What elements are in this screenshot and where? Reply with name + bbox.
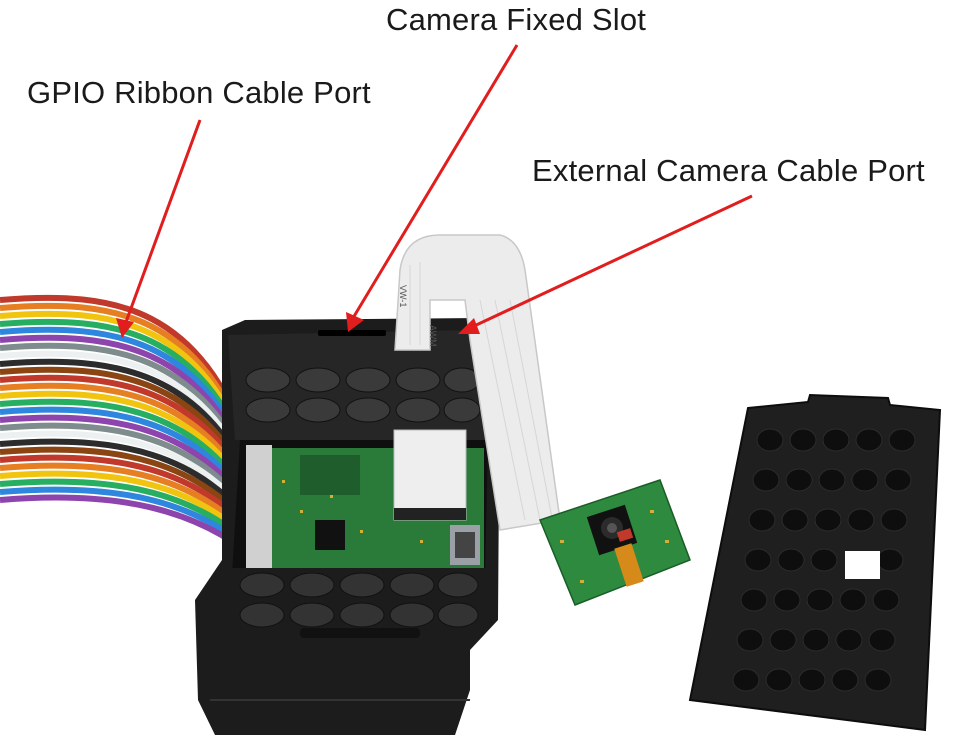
lid-hole <box>810 548 838 572</box>
lid-hole <box>822 428 850 452</box>
camera-slot <box>318 330 386 336</box>
lid-hole <box>835 628 863 652</box>
arrow-camera-slot <box>351 44 519 319</box>
lid-hole <box>736 628 764 652</box>
arrow-head-camera-cable <box>458 318 480 334</box>
gpio-header <box>246 445 272 570</box>
lid-hole <box>872 588 900 612</box>
lid-hole <box>868 628 896 652</box>
lid-hole <box>847 508 875 532</box>
lid-hole <box>851 468 879 492</box>
case-body <box>195 318 500 735</box>
lid-hole <box>781 508 809 532</box>
lid-hole <box>864 668 892 692</box>
lid-hole <box>806 588 834 612</box>
lid-hole <box>818 468 846 492</box>
lid-hole <box>785 468 813 492</box>
lid-hole <box>769 628 797 652</box>
lid-hole <box>756 428 784 452</box>
label-gpio-ribbon-port: GPIO Ribbon Cable Port <box>27 75 371 110</box>
lid-hole <box>888 428 916 452</box>
arrow-gpio <box>124 119 202 323</box>
cable-print-awm: AWM <box>428 325 438 347</box>
lid-hole <box>855 428 883 452</box>
arrow-head-gpio <box>116 318 134 338</box>
lid-hole <box>814 508 842 532</box>
lid-hole <box>831 668 859 692</box>
case-lid <box>688 393 942 732</box>
lid-hole <box>748 508 776 532</box>
lid-hole <box>789 428 817 452</box>
lid-hole <box>752 468 780 492</box>
arrow-camera-cable <box>471 194 753 329</box>
lid-cutout <box>845 551 880 579</box>
lid-hole <box>744 548 772 572</box>
lid-hole <box>839 588 867 612</box>
lid-hole <box>880 508 908 532</box>
lid-hole <box>740 588 768 612</box>
cable-print-vw: VW-1 <box>398 285 408 307</box>
lid-hole <box>884 468 912 492</box>
internal-camera-ribbon <box>393 429 467 521</box>
camera-flex-cable: AWM VW-1 <box>394 234 561 531</box>
lid-hole <box>798 668 826 692</box>
lid-hole <box>765 668 793 692</box>
lid-hole <box>802 628 830 652</box>
annotation-arrows <box>116 44 753 338</box>
label-external-camera-port: External Camera Cable Port <box>532 153 925 188</box>
arrow-head-camera-slot <box>346 312 364 332</box>
camera-module <box>539 479 691 606</box>
lid-hole <box>732 668 760 692</box>
gpio-ribbon-cable <box>0 294 262 565</box>
lid-hole <box>773 588 801 612</box>
lid-hole <box>876 548 904 572</box>
lid-hole <box>777 548 805 572</box>
label-camera-fixed-slot: Camera Fixed Slot <box>386 2 647 37</box>
